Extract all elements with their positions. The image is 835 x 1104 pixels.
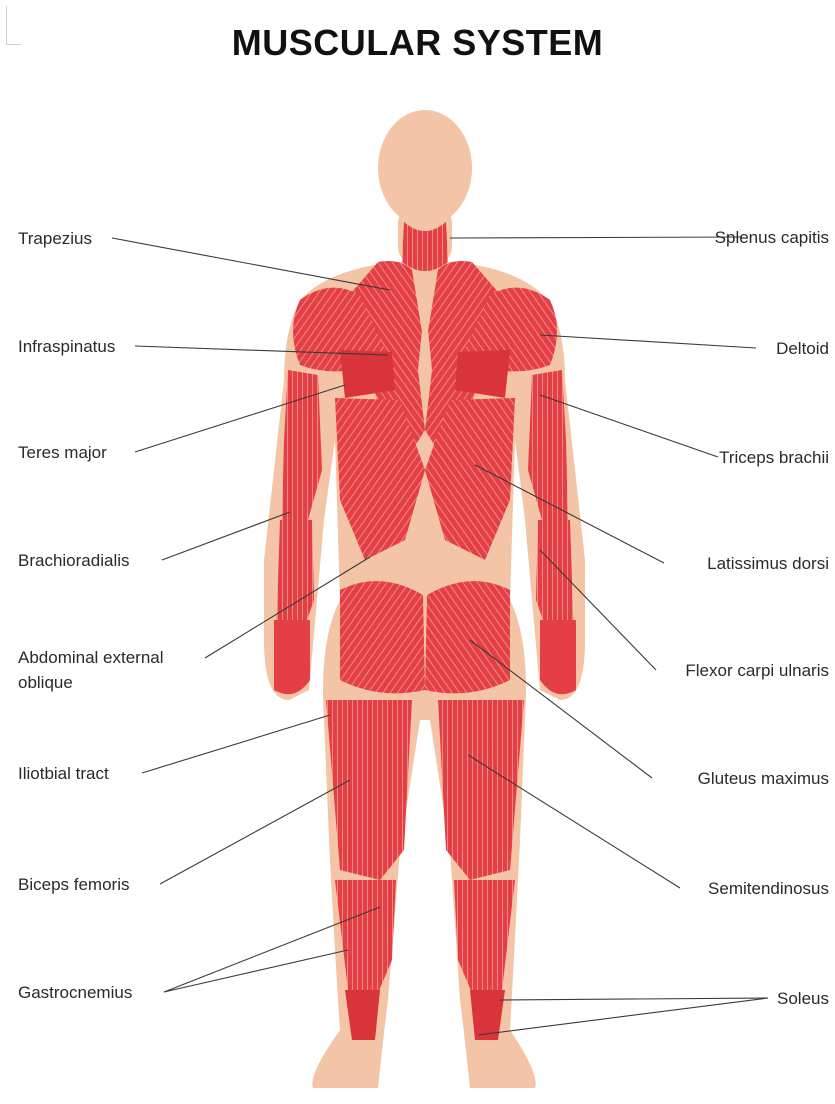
label-flexor-carpi-ulnaris: Flexor carpi ulnaris bbox=[685, 658, 829, 683]
infraspinatus-muscle-right bbox=[455, 350, 510, 398]
label-gluteus-maximus: Gluteus maximus bbox=[698, 766, 829, 791]
label-iliotibial-tract: Iliotbial tract bbox=[18, 761, 109, 786]
left-thigh-muscle bbox=[326, 700, 412, 880]
label-teres-major: Teres major bbox=[18, 440, 107, 465]
label-abdominal-external-oblique: Abdominal external oblique bbox=[18, 645, 208, 695]
right-thigh-muscle bbox=[438, 700, 524, 880]
label-biceps-femoris: Biceps femoris bbox=[18, 872, 129, 897]
label-semitendinosus: Semitendinosus bbox=[708, 876, 829, 901]
gluteus-left-muscle bbox=[340, 581, 425, 693]
gluteus-right-muscle bbox=[425, 581, 510, 693]
label-gastrocnemius: Gastrocnemius bbox=[18, 980, 132, 1005]
left-hand bbox=[274, 620, 310, 694]
label-triceps-brachii: Triceps brachii bbox=[719, 445, 829, 470]
label-deltoid: Deltoid bbox=[776, 336, 829, 361]
label-brachioradialis: Brachioradialis bbox=[18, 548, 130, 573]
label-soleus: Soleus bbox=[777, 986, 829, 1011]
label-infraspinatus: Infraspinatus bbox=[18, 334, 115, 359]
label-splenus-capitis: Splenus capitis bbox=[715, 225, 829, 250]
right-hand bbox=[540, 620, 576, 694]
label-trapezius: Trapezius bbox=[18, 226, 92, 251]
label-latissimus-dorsi: Latissimus dorsi bbox=[707, 551, 829, 576]
infraspinatus-muscle bbox=[340, 350, 395, 398]
